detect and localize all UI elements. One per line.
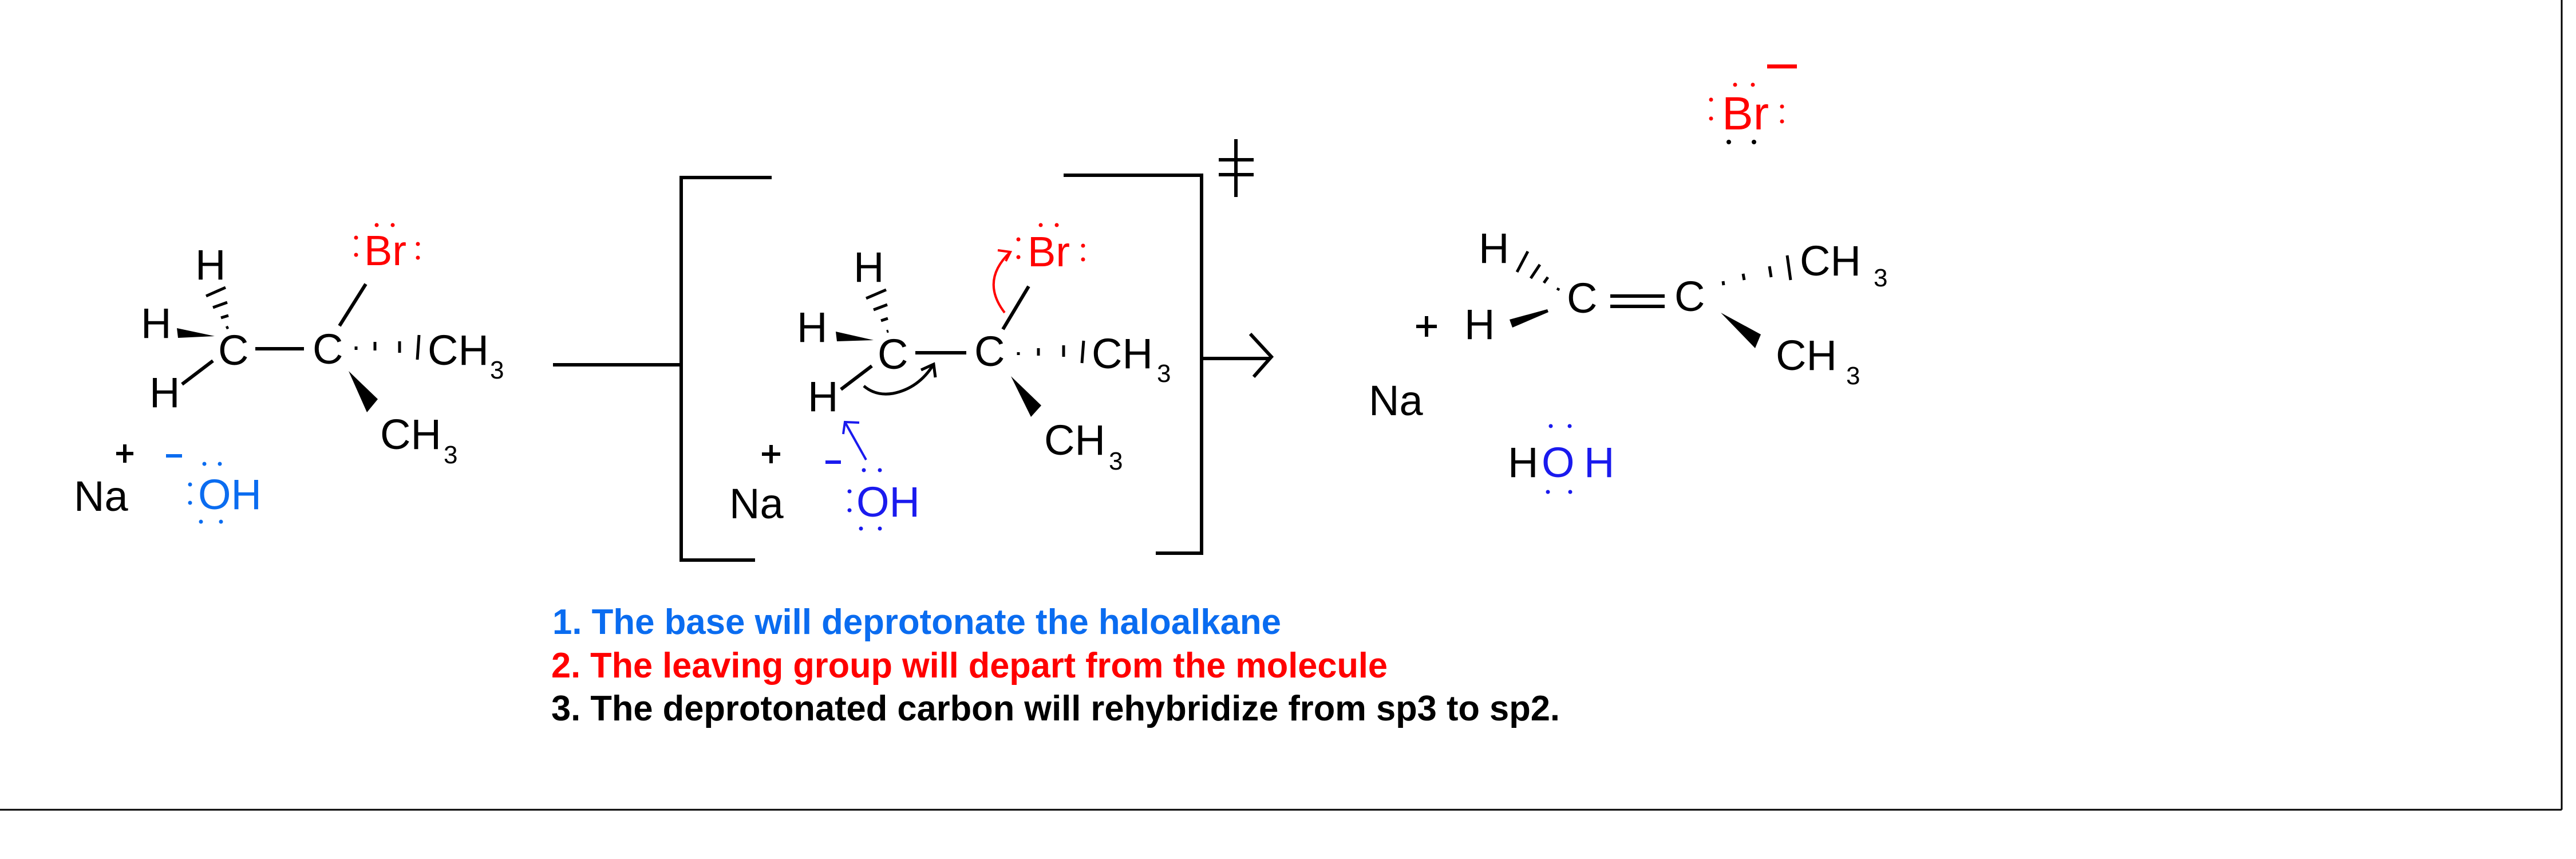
reactant-molecule: H H C C Br CH 3 CH 3 H [141,223,504,469]
atom-c1: C [1567,274,1597,322]
transition-state-molecule: H H C C Br CH 3 CH [797,223,1171,475]
arrow-base-attacks-hydrogen [842,420,867,460]
wedge-bond-h-left [1510,309,1548,328]
sodium-ion-product: Na [1369,316,1437,424]
step-2-text: 2. The leaving group will depart from th… [551,646,1388,685]
br-lone-pairs [1016,223,1085,262]
hashed-bond-ch3-right [1017,340,1085,364]
wedge-bond-ch3-bottom [1721,313,1761,348]
ts-sodium-hydroxide: Na OH [729,445,920,531]
atom-c2: C [313,325,343,373]
atom-h-bottom: H [808,373,838,420]
atom-c1: C [218,326,248,374]
transition-state-brackets [679,139,1254,562]
group-ch3-bottom: CH [1044,416,1105,464]
atom-h-left: H [141,300,171,347]
atom-c2: C [974,328,1005,375]
sodium-ion: Na [1369,377,1423,424]
wedge-bond-h-left [177,328,215,338]
curved-arrow-leaving-group [992,249,1013,314]
wedge-bond-h-left [836,332,874,341]
atom-br: Br [1722,88,1769,140]
step-1-text: 1. The base will deprotonate the haloalk… [552,602,1281,642]
atom-h-top: H [854,243,884,291]
oh-lone-pairs [847,468,882,531]
subscript-3: 3 [1157,360,1171,388]
water-lone-pairs [1546,424,1573,494]
reaction-arrow-to-product [1202,332,1274,378]
double-bond-c1-c2 [1610,294,1665,308]
hashed-bond-ch3-right [354,334,421,360]
atom-br: Br [1028,228,1070,275]
reactant-sodium-hydroxide: Na OH [74,444,262,524]
plus-charge-icon [1416,316,1437,337]
water-product: H O H [1508,424,1614,494]
group-ch3-bottom: CH [1776,332,1837,379]
bond-c1-h-bottom [181,359,214,386]
atom-h-top: H [195,241,226,289]
bond-c2-br [338,283,368,327]
group-ch3-right: CH [428,326,489,374]
bond-c1-h-bottom [840,364,873,391]
double-dagger-icon [1219,139,1254,197]
plus-charge-icon [116,444,133,463]
atom-h-top: H [1479,224,1509,272]
hashed-bond-h-top [205,286,230,330]
atom-c1: C [878,330,908,378]
wedge-bond-ch3-bottom [1011,376,1041,417]
subscript-3: 3 [1846,362,1860,390]
group-ch3-bottom: CH [380,411,441,458]
group-ch3-right: CH [1800,237,1861,285]
atom-h-left: H [797,304,827,351]
water-h2: H [1584,439,1614,486]
group-ch3-right: CH [1092,330,1153,377]
hashed-bond-ch3-right [1721,255,1792,286]
curved-arrow-bond-formation [863,362,937,396]
br-lone-pairs [354,223,420,260]
atom-h-left: H [1464,301,1495,348]
atom-br: Br [364,227,406,274]
subscript-3: 3 [490,356,504,384]
left-bracket [679,176,772,562]
water-h1: H [1508,439,1538,486]
plus-charge-icon [762,445,780,463]
step-3-text: 3. The deprotonated carbon will rehybrid… [551,689,1560,728]
mechanism-steps: 1. The base will deprotonate the haloalk… [551,602,1560,728]
sodium-ion: Na [729,480,784,527]
oh-lone-pairs [188,462,223,524]
right-bracket [1064,174,1203,555]
hashed-bond-h-top [1515,250,1560,291]
atom-c2: C [1674,273,1705,320]
br-lone-pairs [1709,82,1784,144]
subscript-3: 3 [444,441,457,469]
bond-c2-br [1001,285,1030,330]
subscript-3: 3 [1874,264,1887,292]
alkene-product: H H C C CH 3 CH 3 [1464,224,1887,390]
wedge-bond-ch3-bottom [349,371,378,412]
hashed-bond-h-top [866,288,889,333]
water-o: O [1542,439,1575,486]
hydroxide: OH [856,478,920,526]
sodium-ion: Na [74,472,128,520]
atom-h-bottom: H [149,369,180,416]
hydroxide: OH [198,471,262,518]
bromide-ion: Br [1709,64,1797,144]
subscript-3: 3 [1109,447,1123,475]
